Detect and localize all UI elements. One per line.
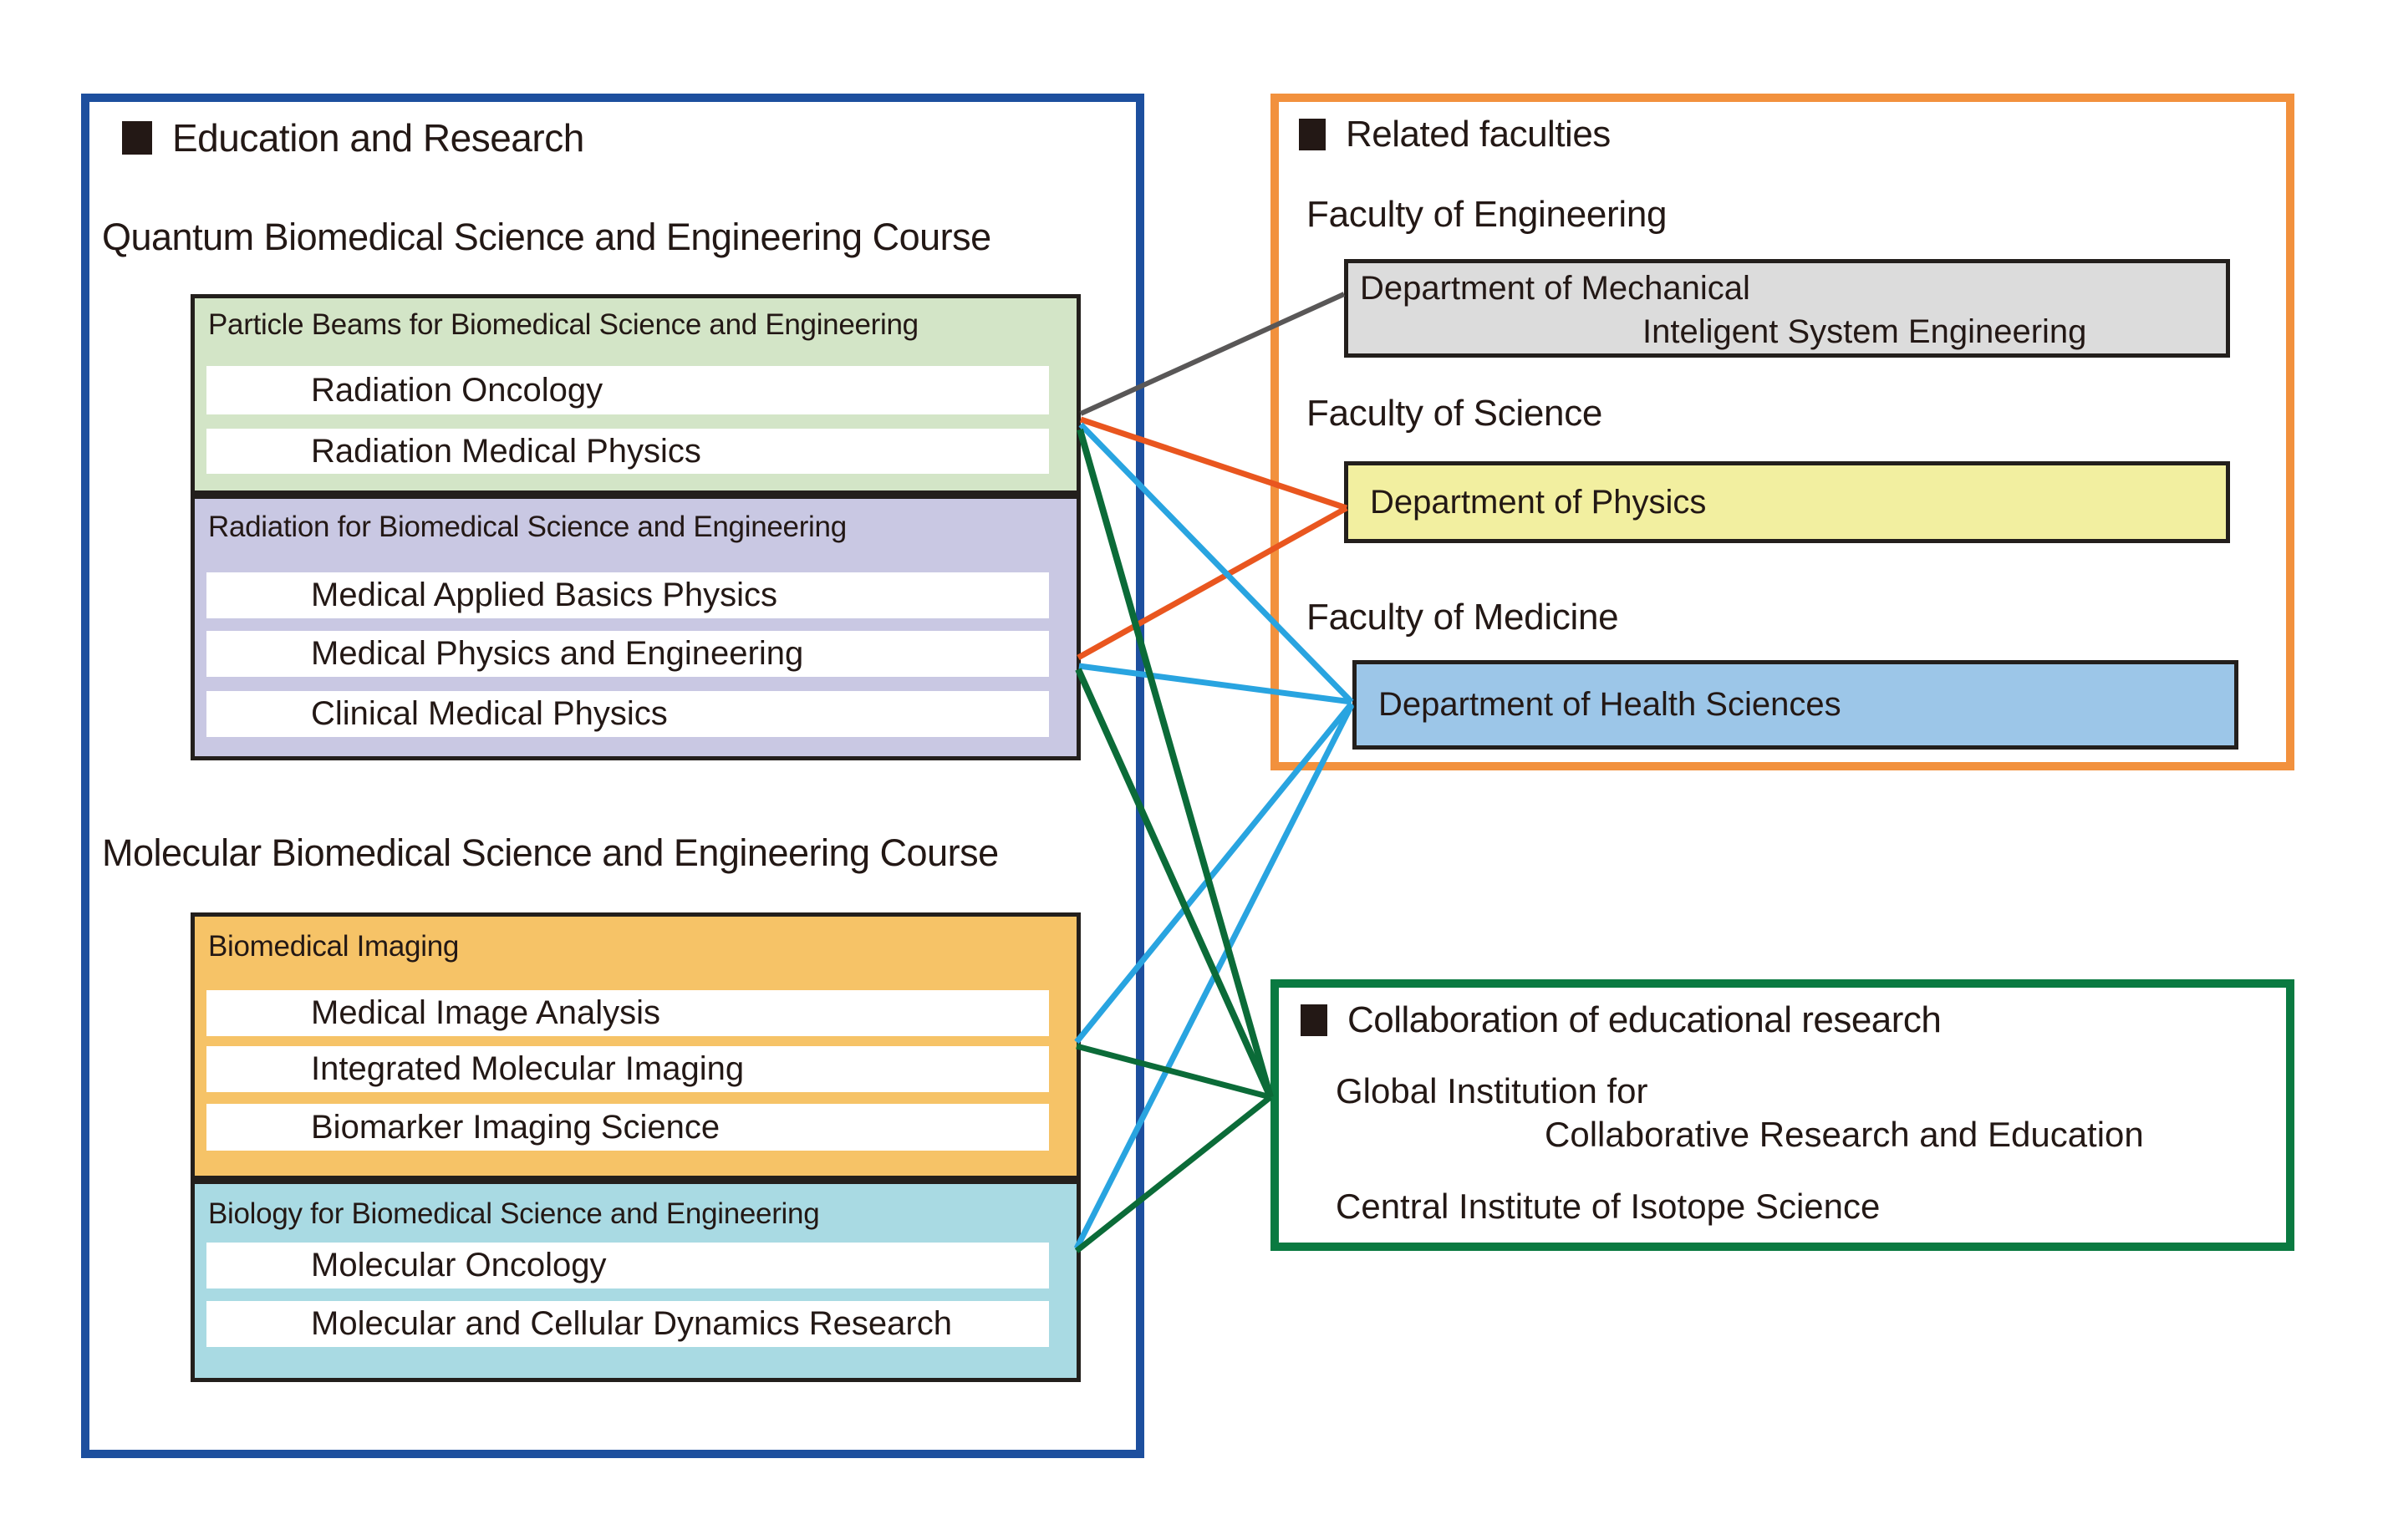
related-faculties-header-label: Related faculties	[1346, 114, 1611, 155]
section-bullet-icon	[1299, 119, 1326, 150]
quantum-course-title: Quantum Biomedical Science and Engineeri…	[102, 216, 991, 258]
collaboration-header-label: Collaboration of educational research	[1347, 999, 1942, 1040]
list-item: Biomarker Imaging Science	[206, 1104, 1049, 1151]
biomedical-imaging-title: Biomedical Imaging	[208, 930, 460, 963]
particle-beams-group: Particle Beams for Biomedical Science an…	[191, 294, 1081, 495]
dept-mechanical-line1: Department of Mechanical	[1360, 270, 1750, 307]
global-institution-line1: Global Institution for	[1336, 1071, 1648, 1111]
list-item: Medical Physics and Engineering	[206, 631, 1049, 677]
biology-group: Biology for Biomedical Science and Engin…	[191, 1180, 1081, 1382]
list-item: Radiation Oncology	[206, 366, 1049, 414]
faculty-medicine-label: Faculty of Medicine	[1306, 597, 1619, 638]
list-item: Molecular Oncology	[206, 1243, 1049, 1288]
collaboration-box	[1270, 979, 2294, 1251]
dept-physics-label: Department of Physics	[1370, 483, 1707, 521]
section-bullet-icon	[122, 121, 152, 155]
particle-beams-title: Particle Beams for Biomedical Science an…	[208, 308, 919, 341]
list-item: Clinical Medical Physics	[206, 691, 1049, 737]
radiation-group: Radiation for Biomedical Science and Eng…	[191, 495, 1081, 760]
radiation-group-title: Radiation for Biomedical Science and Eng…	[208, 511, 847, 543]
molecular-course-title: Molecular Biomedical Science and Enginee…	[102, 831, 999, 874]
section-bullet-icon	[1301, 1004, 1327, 1036]
collaboration-header: Collaboration of educational research	[1301, 999, 1942, 1041]
dept-mechanical-box: Department of Mechanical Inteligent Syst…	[1344, 259, 2230, 358]
global-institution-line2: Collaborative Research and Education	[1545, 1115, 2144, 1154]
education-header: Education and Research	[122, 115, 584, 160]
education-header-label: Education and Research	[172, 116, 584, 160]
list-item: Molecular and Cellular Dynamics Research	[206, 1301, 1049, 1347]
related-faculties-box	[1270, 94, 2294, 770]
dept-mechanical-line2: Inteligent System Engineering	[1642, 313, 2087, 350]
list-item: Radiation Medical Physics	[206, 429, 1049, 474]
biomedical-imaging-group: Biomedical Imaging Medical Image Analysi…	[191, 912, 1081, 1180]
biology-group-title: Biology for Biomedical Science and Engin…	[208, 1197, 820, 1230]
dept-health-sciences-box: Department of Health Sciences	[1352, 660, 2238, 750]
list-item: Integrated Molecular Imaging	[206, 1046, 1049, 1092]
faculty-science-label: Faculty of Science	[1306, 393, 1603, 434]
list-item: Medical Applied Basics Physics	[206, 572, 1049, 618]
list-item: Medical Image Analysis	[206, 990, 1049, 1036]
dept-physics-box: Department of Physics	[1344, 461, 2230, 543]
central-institute-label: Central Institute of Isotope Science	[1336, 1187, 1881, 1226]
related-faculties-header: Related faculties	[1299, 114, 1611, 155]
faculty-engineering-label: Faculty of Engineering	[1306, 194, 1668, 235]
dept-health-sciences-label: Department of Health Sciences	[1378, 686, 1841, 723]
